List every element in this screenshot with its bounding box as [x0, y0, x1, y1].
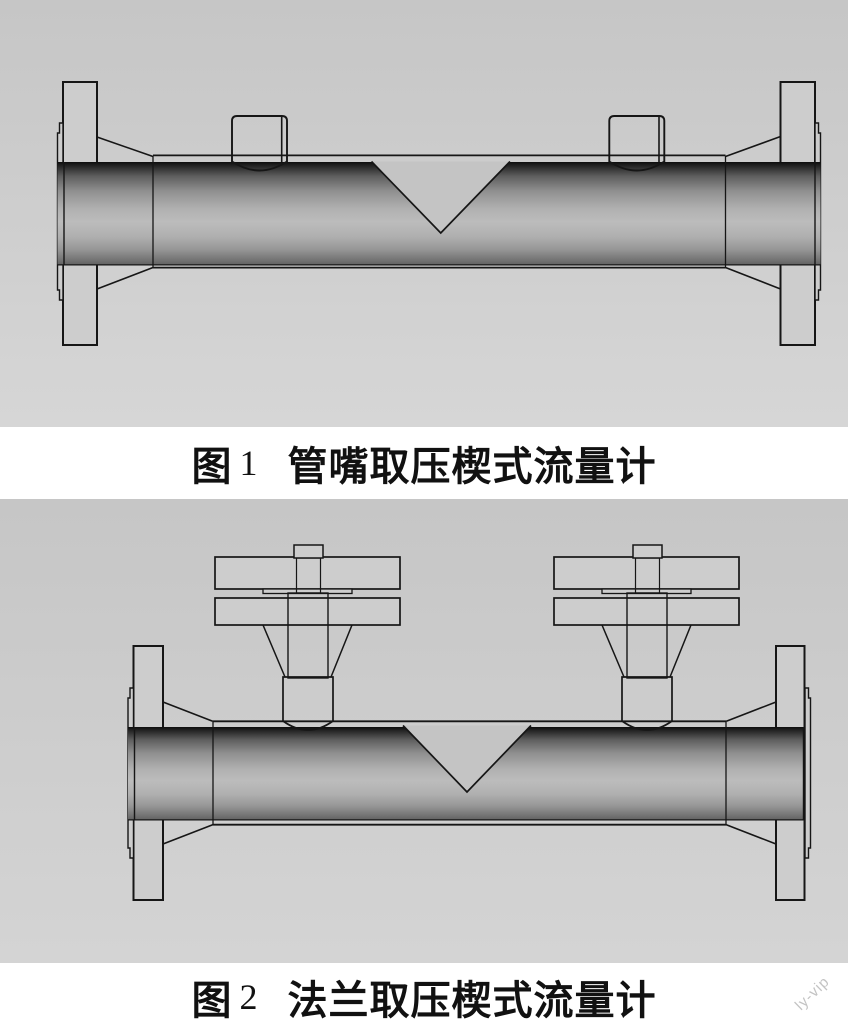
- tap-stem-cap: [632, 544, 663, 559]
- tap-stem-cap: [293, 544, 324, 559]
- wedge-edges: [402, 724, 532, 794]
- figure1-diagram: [0, 0, 848, 427]
- figure2-diagram: [0, 499, 848, 963]
- figure1-caption: 图 1 管嘴取压楔式流量计: [0, 427, 848, 499]
- pipe-outer-wall-lines: [213, 720, 726, 826]
- right-flange-face-strip: [804, 687, 812, 859]
- pressure-nozzle-left: [231, 115, 288, 172]
- figure1-caption-number: 1: [239, 443, 258, 483]
- pipe-weld-lines: [212, 722, 727, 825]
- pipe-bore-end-edges: [133, 727, 805, 820]
- tap-upper-flange-plate: [214, 556, 401, 590]
- right-flange-taper-lines: [725, 701, 777, 845]
- tap-assembly-right: [553, 544, 740, 731]
- pressure-nozzle-right: [608, 115, 666, 172]
- nozzle-body: [231, 115, 288, 172]
- nozzle-body: [608, 115, 666, 172]
- figure1-caption-title: 管嘴取压楔式流量计: [287, 445, 657, 489]
- figure2-caption: 图 2 法兰取压楔式流量计: [0, 963, 848, 1031]
- tap-upper-flange-plate: [553, 556, 740, 590]
- pipe-bore-end-edges: [63, 162, 816, 265]
- left-flange-taper-lines: [96, 136, 154, 290]
- tap-funnel-taper-lines: [601, 624, 692, 678]
- figure2-caption-number: 2: [239, 977, 258, 1017]
- figure2-caption-title: 法兰取压楔式流量计: [287, 979, 657, 1023]
- tap-collar-base: [621, 676, 673, 731]
- wedge-element: [370, 160, 511, 235]
- wedge-face: [371, 161, 510, 233]
- tap-assembly-left: [214, 544, 401, 731]
- right-flange-taper-lines: [725, 135, 781, 290]
- figure2-caption-label: 图: [191, 979, 233, 1023]
- wedge-edges: [370, 160, 511, 235]
- wedge-face: [403, 725, 531, 792]
- left-flange-taper-lines: [162, 701, 214, 845]
- tap-lower-flange-plate: [214, 597, 401, 626]
- tap-funnel-taper-lines: [262, 624, 353, 678]
- tap-lower-flange-plate: [553, 597, 740, 626]
- figure1-caption-label: 图: [191, 445, 233, 489]
- wedge-element: [402, 724, 532, 794]
- tap-collar-base: [282, 676, 334, 731]
- pipe-outer-wall-lines: [153, 154, 726, 269]
- pipe-weld-lines: [152, 156, 727, 268]
